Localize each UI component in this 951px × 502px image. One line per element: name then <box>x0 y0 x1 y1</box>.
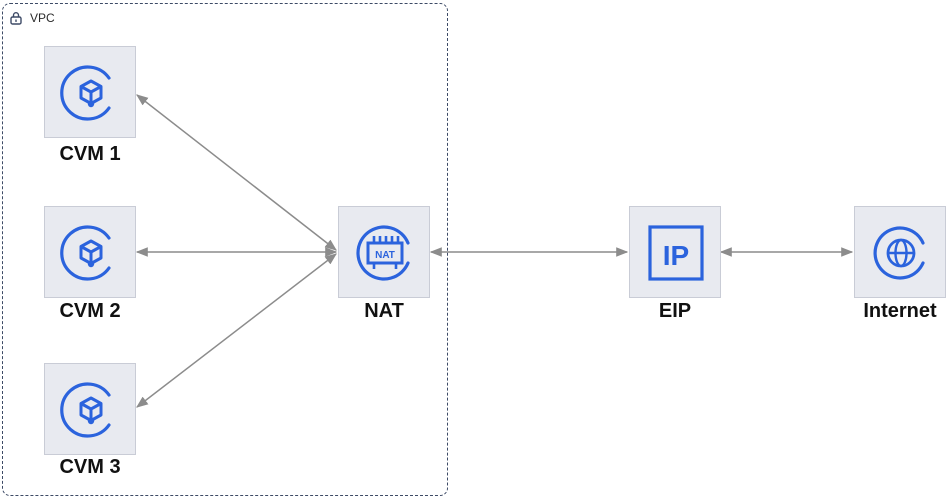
cvm1-node[interactable] <box>44 46 136 138</box>
cvm-cube-icon <box>60 65 111 121</box>
vpc-label: VPC <box>30 11 55 25</box>
cvm2-label: CVM 2 <box>59 300 121 322</box>
cvm3-label: CVM 3 <box>59 456 121 478</box>
cvm-cube-icon <box>60 225 111 281</box>
nat-node[interactable]: NAT <box>338 206 430 298</box>
eip-node[interactable]: IP <box>629 206 721 298</box>
ip-icon: IP <box>648 225 704 281</box>
nat-label: NAT <box>364 300 404 322</box>
nat-gateway-icon: NAT <box>356 225 410 281</box>
eip-icon-text: IP <box>663 240 689 271</box>
internet-label: Internet <box>863 300 937 322</box>
cvm2-node[interactable] <box>44 206 136 298</box>
nat-icon-text: NAT <box>375 250 395 261</box>
arrow-nat-cvm1 <box>136 94 337 251</box>
cvm1-label: CVM 1 <box>59 143 121 165</box>
eip-label: EIP <box>658 300 692 322</box>
cvm3-node[interactable] <box>44 363 136 455</box>
internet-node[interactable] <box>854 206 946 298</box>
lock-icon <box>10 12 22 25</box>
cvm-cube-icon <box>60 382 111 438</box>
arrow-nat-cvm3 <box>136 253 337 408</box>
globe-icon <box>873 226 925 280</box>
